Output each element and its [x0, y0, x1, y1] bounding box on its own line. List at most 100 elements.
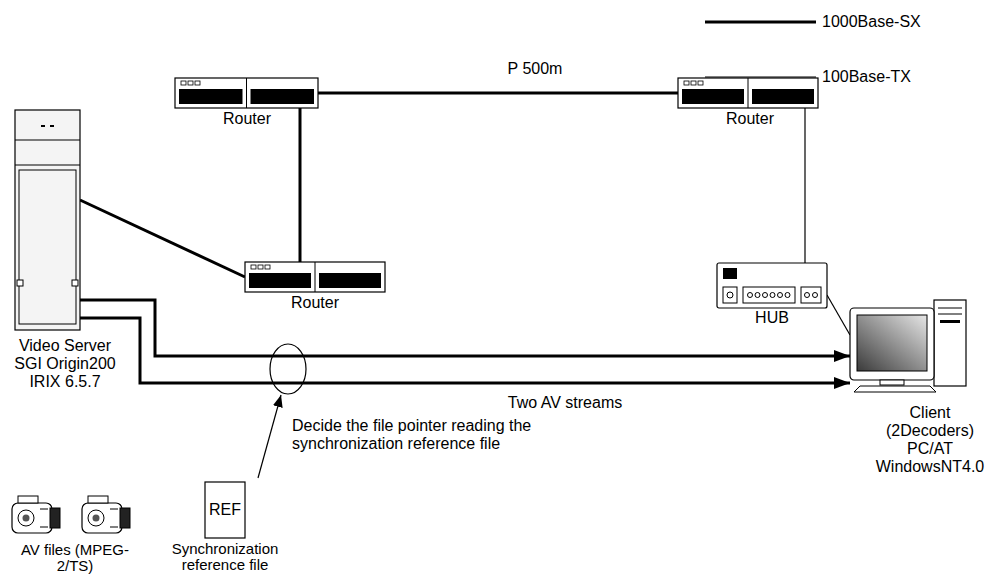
- node-heading: Synchronization reference file: [155, 541, 295, 573]
- pc-tower: [934, 300, 966, 386]
- monitor-stand: [880, 380, 904, 385]
- camera-detail: [110, 527, 118, 528]
- server-latch: [72, 280, 78, 286]
- router-led: [195, 81, 200, 85]
- router-divider: [246, 78, 247, 108]
- hub-port-block: [801, 287, 821, 303]
- server-mark: [41, 125, 45, 127]
- hub-indicator: [723, 268, 737, 279]
- pc-slot: [938, 314, 962, 315]
- gigabit-link: [299, 108, 302, 262]
- pc-slot: [938, 308, 962, 309]
- hub-port: [805, 293, 810, 298]
- router-band: [179, 89, 243, 104]
- router-led: [251, 265, 256, 269]
- router-divider: [315, 262, 316, 292]
- camera-reel: [88, 510, 104, 526]
- node-heading: Video Server SGI Origin200 IRIX 6.5.7: [9, 337, 121, 391]
- camcorder-icon: [12, 496, 60, 533]
- camera-reel: [18, 510, 34, 526]
- router-led: [181, 81, 186, 85]
- server-latch: [17, 280, 23, 286]
- server-tower: Video Server SGI Origin200 IRIX 6.5.7: [15, 110, 80, 330]
- gigabit-link: [80, 200, 245, 277]
- client-pc: Client (2Decoders) PC/AT WindowsNT4.0: [850, 300, 968, 392]
- router-led: [684, 81, 689, 85]
- pc-drive: [940, 320, 960, 323]
- file-caption: AV files (MPEG-2/TS): [5, 542, 145, 574]
- monitor-screen: [857, 315, 927, 371]
- hub-port: [785, 293, 790, 298]
- link-label: P 500m: [508, 60, 563, 78]
- router-case: [678, 78, 818, 108]
- router-band: [752, 89, 814, 104]
- legend-entry: 1000Base-SX: [822, 13, 921, 31]
- node-heading: Router: [207, 110, 287, 128]
- router-box-shape: [245, 262, 385, 292]
- link-label: Two AV streams: [508, 394, 622, 412]
- camera-lens: [50, 508, 60, 528]
- stream-bundle-ellipse: [270, 344, 306, 394]
- server-panel-line: [15, 165, 80, 166]
- node-heading: Router: [275, 294, 355, 312]
- legend-text: 100Base-TX: [822, 68, 911, 85]
- hub-box-shape: [717, 263, 827, 308]
- gigabit-link: [80, 318, 850, 383]
- gigabit-link: [318, 92, 678, 95]
- reference-file-box: REFSynchronization reference file: [205, 482, 245, 538]
- client-pc-shape: [850, 300, 968, 392]
- camera-viewfinder: [18, 496, 38, 503]
- legend-text: 1000Base-SX: [822, 13, 921, 30]
- hub-port: [755, 293, 760, 298]
- server-case: [15, 110, 80, 330]
- hub-case: [717, 263, 827, 308]
- camera-viewfinder: [88, 496, 108, 503]
- keyboard: [854, 386, 936, 392]
- router-led: [265, 265, 270, 269]
- router-led: [698, 81, 703, 85]
- camera-body: [12, 503, 52, 533]
- hub-box: HUB: [717, 263, 827, 308]
- monitor-case: [850, 308, 934, 380]
- camera-detail: [40, 509, 48, 510]
- router-box-shape: [678, 78, 818, 108]
- legend-thick-line: [705, 21, 816, 24]
- server-panel-line: [15, 140, 80, 141]
- router-band: [251, 89, 315, 104]
- router-case: [245, 262, 385, 292]
- hub-port-block: [723, 287, 737, 303]
- file-box-outline: [205, 482, 245, 538]
- camera-detail: [40, 527, 48, 528]
- router-band: [249, 273, 311, 288]
- annotation-note: Decide the file pointer reading the sync…: [292, 417, 577, 453]
- router-case: [175, 78, 318, 108]
- server-tower-shape: [15, 110, 80, 330]
- router-led: [188, 81, 193, 85]
- hub-port: [727, 292, 733, 298]
- router-band: [682, 89, 744, 104]
- router-led: [691, 81, 696, 85]
- router-box-shape: [175, 78, 318, 108]
- hub-port: [813, 293, 818, 298]
- camera-lens: [120, 508, 130, 528]
- node-heading: HUB: [742, 309, 802, 327]
- router-box: Router: [678, 78, 818, 108]
- fast-ethernet-link: [804, 108, 805, 263]
- node-heading: Router: [710, 110, 790, 128]
- box-text: REF: [205, 482, 245, 538]
- router-box: Router: [245, 262, 385, 292]
- router-divider: [748, 78, 749, 108]
- server-mark: [50, 125, 54, 127]
- node-heading: Client (2Decoders) PC/AT WindowsNT4.0: [872, 404, 988, 476]
- camera-reel-hub: [93, 515, 100, 522]
- router-box: Router: [175, 78, 318, 108]
- hub-port: [763, 293, 768, 298]
- router-led: [258, 265, 263, 269]
- server-door: [19, 170, 76, 324]
- camera-reel-hub: [23, 515, 30, 522]
- leader-arrow: [258, 395, 281, 478]
